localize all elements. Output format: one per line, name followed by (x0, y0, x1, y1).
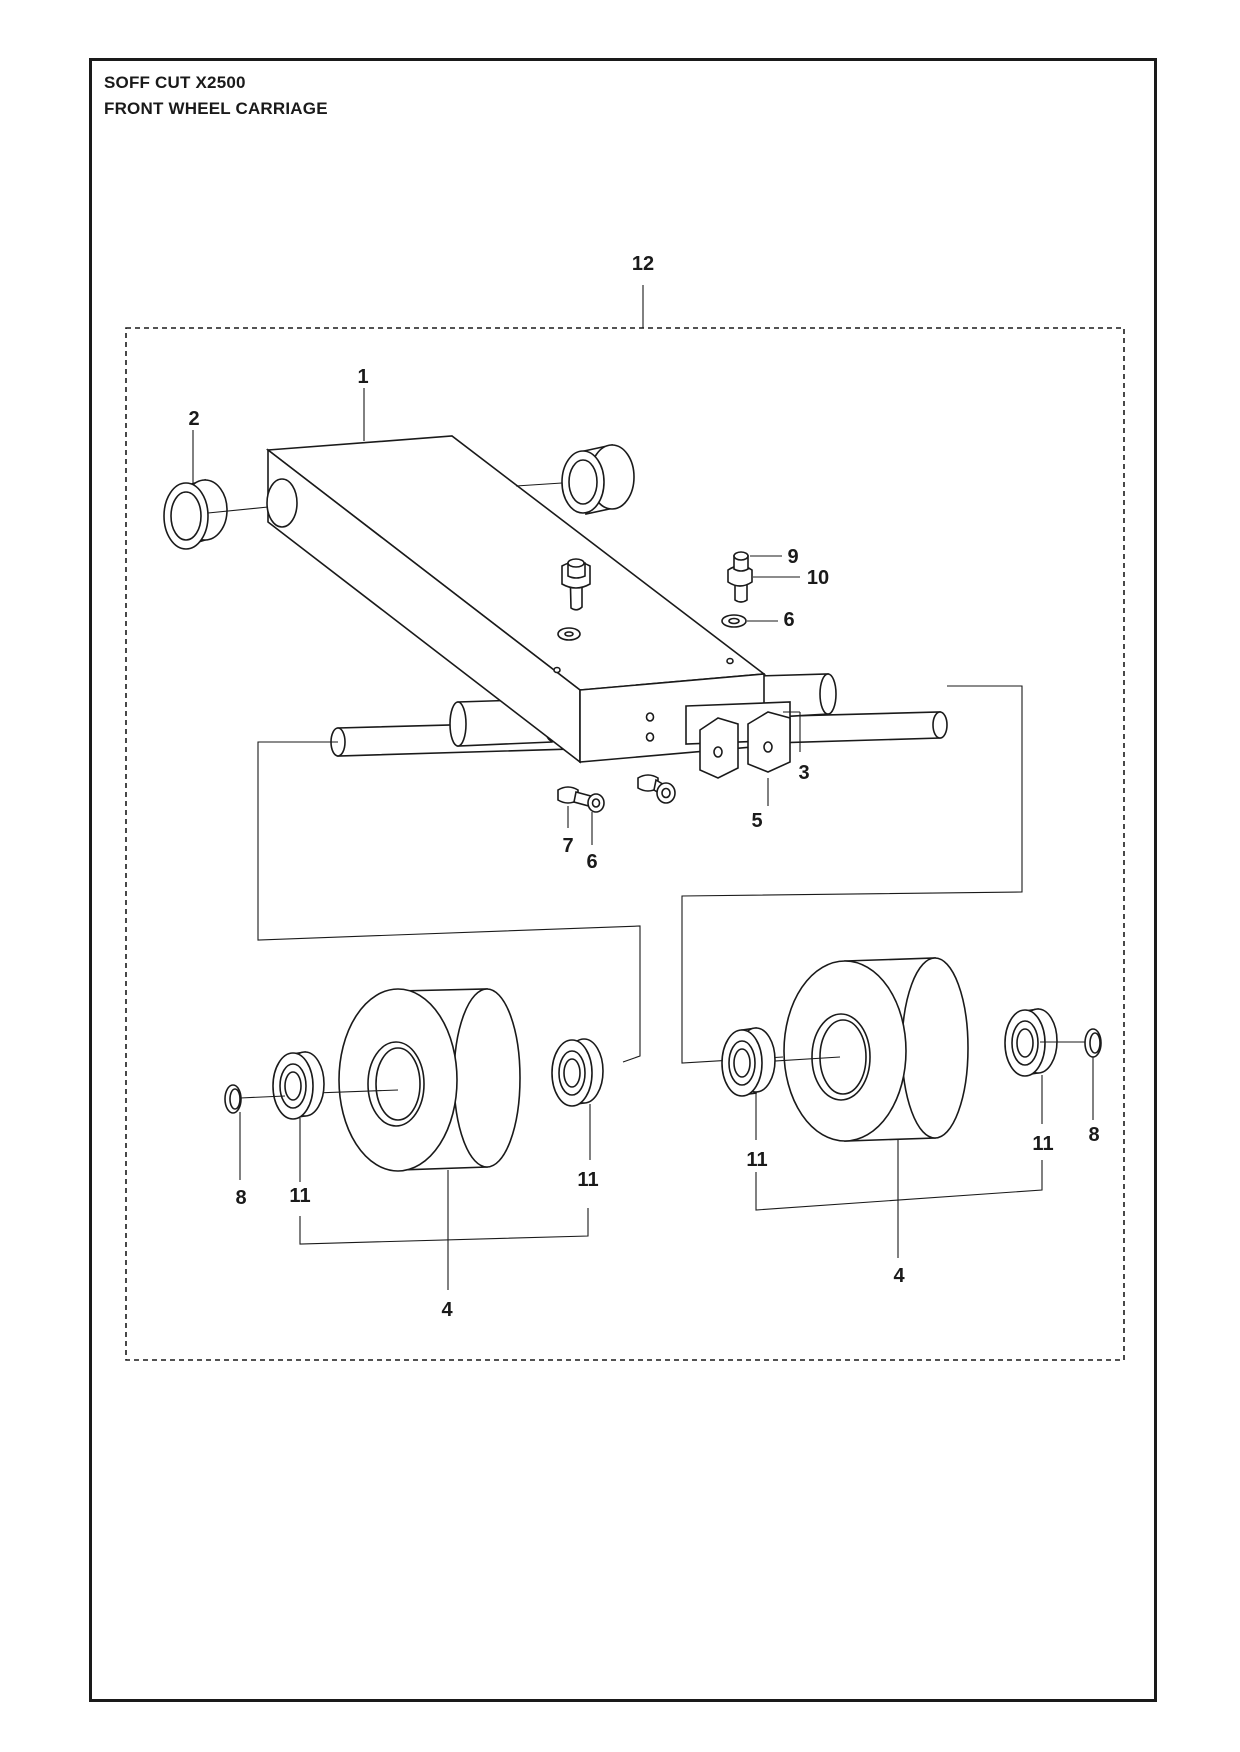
section-title: FRONT WHEEL CARRIAGE (104, 99, 328, 118)
bolt-bottom-right (637, 774, 676, 804)
mounting-bracket (685, 701, 791, 779)
page-frame (89, 58, 1157, 1702)
assembly-boundary (125, 327, 1125, 1361)
bearing-left-inner (272, 1051, 325, 1120)
callout-5: 5 (751, 810, 762, 832)
bushing-left (163, 478, 269, 550)
callout-9: 9 (787, 546, 798, 568)
bolt-top-center (561, 558, 591, 611)
connector-right (681, 685, 1023, 1064)
wheel-left (338, 988, 521, 1172)
bearing-right-inner (721, 1027, 776, 1097)
callout-3: 3 (798, 762, 809, 784)
callout-12: 12 (632, 253, 654, 275)
model-title: SOFF CUT X2500 (104, 73, 246, 92)
connector-left (257, 741, 641, 1063)
callout-11-right-inner: 11 (746, 1149, 767, 1171)
callout-10: 10 (807, 567, 829, 589)
bearing-left-outer (551, 1038, 604, 1107)
bushing-right (515, 444, 635, 515)
callout-6-bottom: 6 (586, 851, 597, 873)
callout-1: 1 (357, 366, 368, 388)
callout-11-left-outer: 11 (577, 1169, 598, 1191)
snap-ring-left (224, 1084, 242, 1114)
bolt-top-right (727, 551, 753, 603)
callout-6-top: 6 (783, 609, 794, 631)
callout-11-left-inner: 11 (289, 1185, 310, 1207)
bolt-bottom-left (557, 786, 605, 813)
callout-4-left: 4 (441, 1299, 453, 1321)
carriage-beam (265, 435, 767, 764)
callout-7: 7 (562, 835, 573, 857)
wheel-right (783, 957, 969, 1142)
callout-8-right: 8 (1088, 1124, 1099, 1146)
callout-8-left: 8 (235, 1187, 246, 1209)
snap-ring-right (1084, 1028, 1102, 1058)
callout-11-right-outer: 11 (1032, 1133, 1053, 1155)
callout-4-right: 4 (893, 1265, 905, 1287)
bearing-right-outer (1004, 1008, 1058, 1077)
callout-2: 2 (188, 408, 199, 430)
